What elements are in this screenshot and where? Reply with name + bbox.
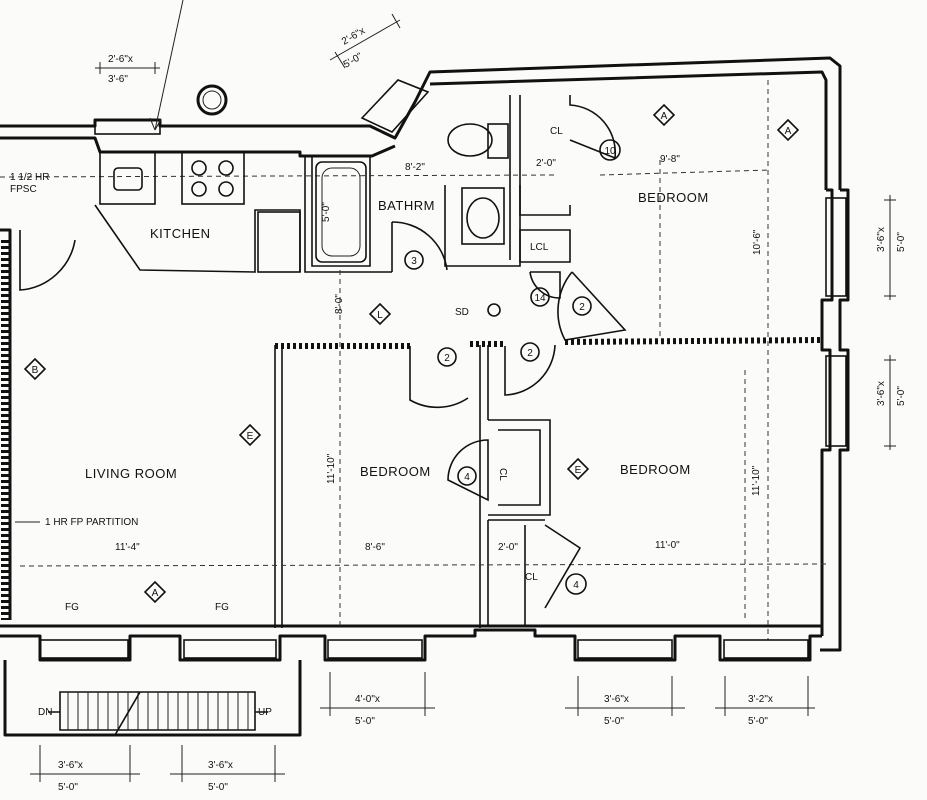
dim-stair-right-opening: 5'-0" [208,782,228,793]
svg-text:A: A [661,111,668,122]
dim-right-win1-rough: 3'-6"x [876,227,887,252]
dim-hall-depth: 8'-0" [334,294,345,314]
svg-text:A: A [785,126,792,137]
door-tag-3 [404,250,424,270]
dim-kitchen-window-rough: 2'-6"x [108,54,133,65]
fg-right-label: FG [215,602,229,613]
dim-right-win1-opening: 5'-0" [896,232,907,252]
section-tag-e1 [238,423,262,447]
fg-left-label: FG [65,602,79,613]
living-room-label: LIVING ROOM [85,466,177,481]
door-tag-2c [572,296,592,316]
section-tag-a1 [652,103,676,127]
partition-note: 1 HR FP PARTITION [45,517,138,528]
dim-top-angle-rough: 2'-6"x [340,26,367,48]
dim-bath-width: 8'-2" [405,162,425,173]
dim-bot-win1-opening: 5'-0" [355,716,375,727]
dim-top-angle-opening: 5'-0" [342,51,365,71]
svg-text:E: E [247,431,254,442]
dim-stair-left-opening: 5'-0" [58,782,78,793]
dim-bot-win2-opening: 5'-0" [604,716,624,727]
door-tag-4b [565,573,587,595]
dim-right-bedroom-width: 11'-0" [655,540,680,551]
closet-label-low: CL [525,572,538,583]
dim-top-bedroom-width: 9'-8" [660,154,680,165]
svg-text:4: 4 [464,472,470,483]
svg-text:A: A [152,588,159,599]
svg-text:14: 14 [534,293,546,304]
section-tag-b [23,357,47,381]
window-frames [39,79,847,659]
dim-bot-win3-rough: 3'-2"x [748,694,773,705]
stairs [48,691,268,736]
door-swings [19,95,627,609]
door-tag-10 [599,139,621,161]
section-tag-a3 [143,580,167,604]
dim-bot-win2-rough: 3'-6"x [604,694,629,705]
linen-closet-label: LCL [530,242,549,253]
bathroom-label: BATHRM [378,198,435,213]
bedroom-middle-label: BEDROOM [360,464,431,479]
dim-tub-length: 5'-0" [321,202,332,222]
dim-living-width: 11'-4" [115,542,140,553]
smoke-detector-symbol [487,303,501,317]
section-tag-l [368,302,392,326]
svg-text:10: 10 [604,146,616,157]
svg-text:2: 2 [527,348,533,359]
leader-line [154,0,184,131]
door-tag-2b [520,342,540,362]
dim-kitchen-window-opening: 3'-6" [108,74,128,85]
svg-text:B: B [32,365,39,376]
bedroom-top-label: BEDROOM [638,190,709,205]
dim-right-win2-rough: 3'-6"x [876,381,887,406]
dim-mid-bedroom-depth: 11'-10" [326,453,337,484]
dim-closet2-width: 2'-0" [498,542,518,553]
door-tag-4a [457,466,477,486]
dim-top-bedroom-depth: 10'-6" [752,229,763,255]
smoke-detector-label: SD [455,307,469,318]
closet-label-mid: CL [497,468,508,481]
dim-bot-win3-opening: 5'-0" [748,716,768,727]
closet-label-top: CL [550,126,563,137]
svg-text:2: 2 [579,302,585,313]
leader-arrow [149,117,162,131]
kitchen-label: KITCHEN [150,226,211,241]
dim-stair-right-rough: 3'-6"x [208,760,233,771]
dimension-lines [0,80,831,640]
section-tag-a2 [776,118,800,142]
svg-text:2: 2 [444,353,450,364]
svg-text:3: 3 [411,256,417,267]
dim-right-bedroom-depth: 11'-10" [751,465,762,496]
door-tags: 3 2 2 2 14 10 4 4 A A A B E E L [23,103,800,604]
dim-closet-width: 2'-0" [536,158,556,169]
svg-text:E: E [575,465,582,476]
bathroom-fixtures [315,123,509,263]
svg-text:L: L [377,310,383,321]
kitchen-fixtures [99,84,301,273]
stairs-up-label: UP [258,707,272,718]
bedroom-right-label: BEDROOM [620,462,691,477]
stairs-down-label: DN [38,707,52,718]
svg-text:4: 4 [573,580,579,591]
dimensions: 2'-6"x 3'-6" 2'-6"x 5'-0" 8'-2" 2'-0" 9'… [30,13,907,793]
dim-bot-win1-rough: 4'-0"x [355,694,380,705]
dim-mid-bedroom-width: 8'-6" [365,542,385,553]
door-tag-2a [437,347,457,367]
door-tag-14 [530,287,550,307]
section-tag-e2 [566,457,590,481]
dim-stair-left-rough: 3'-6"x [58,760,83,771]
interior-walls [1,95,823,628]
exterior-walls [0,56,850,737]
dim-right-win2-opening: 5'-0" [896,386,907,406]
